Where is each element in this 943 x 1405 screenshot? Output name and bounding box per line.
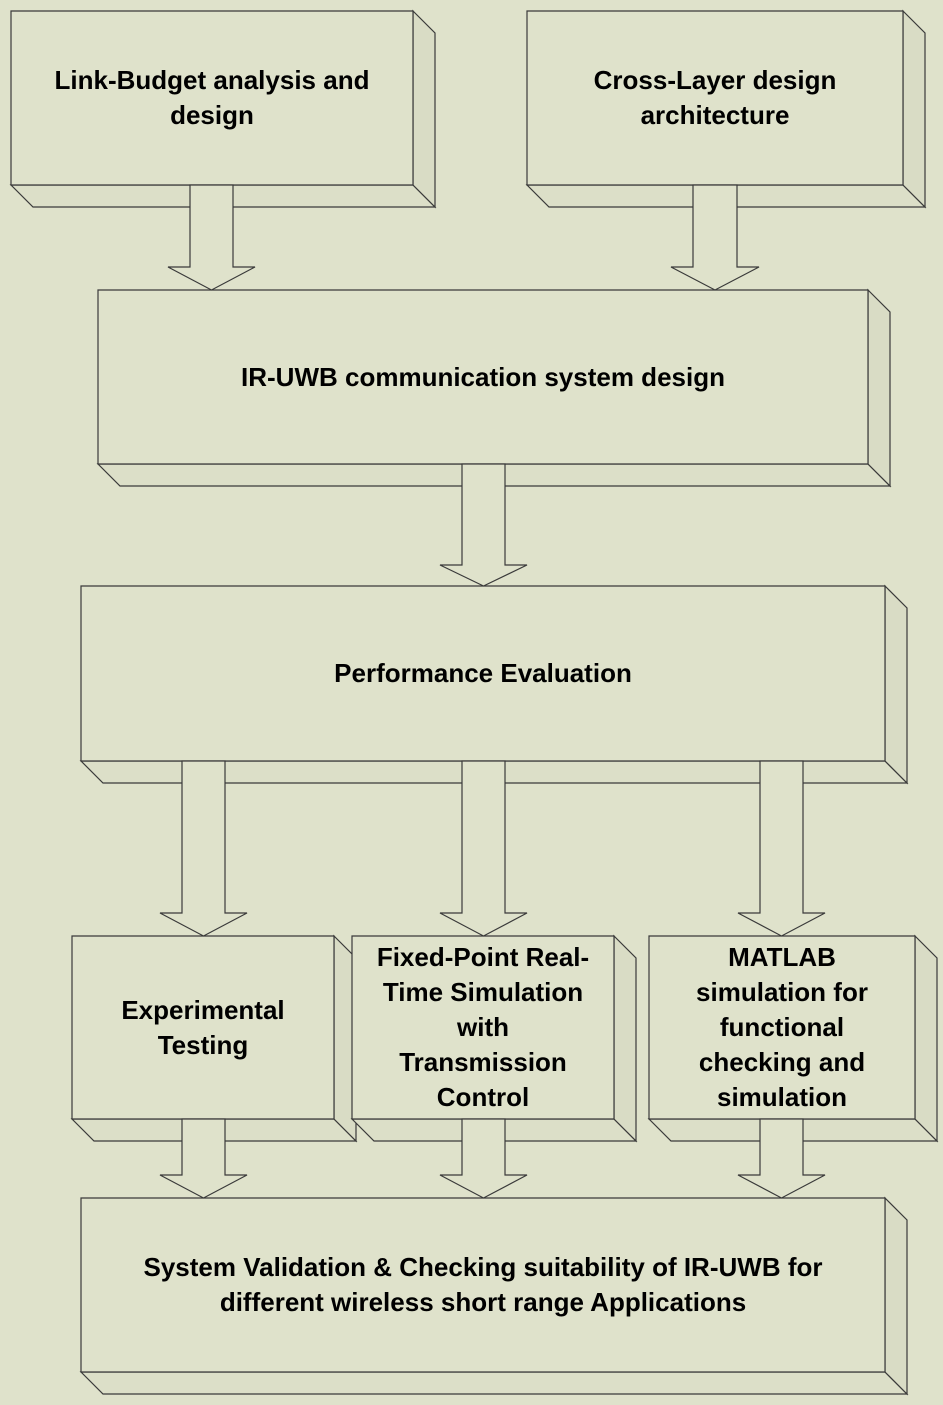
text-line: architecture	[640, 100, 790, 130]
text-line: Transmission	[399, 1047, 567, 1077]
box-link-budget-label: Link-Budget analysis and design	[11, 11, 413, 185]
box-performance	[80, 585, 886, 762]
box-fixed-point-side-face	[613, 934, 637, 1143]
arrow-performance-to-fixed-point	[439, 760, 528, 937]
text-line: IR-UWB communication system design	[241, 361, 725, 392]
box-matlab-side-face	[914, 934, 938, 1143]
box-validation-side-face	[884, 1196, 908, 1396]
text-line: Performance Evaluation	[334, 658, 632, 688]
box-experimental	[71, 935, 335, 1120]
box-validation	[80, 1197, 886, 1373]
text-line: simulation	[716, 1082, 847, 1112]
box-validation-label: System Validation & Checking suitability…	[81, 1198, 885, 1372]
text-line: design	[170, 100, 254, 130]
box-fixed-point	[351, 935, 615, 1120]
text-line: Testing	[157, 1029, 249, 1060]
text-line: Control	[436, 1082, 530, 1112]
box-link-budget	[10, 10, 414, 186]
text-line: System Validation & Checking suitability…	[143, 1252, 823, 1282]
box-matlab	[648, 935, 916, 1120]
box-performance-label: Performance Evaluation	[81, 586, 885, 761]
box-matlab-label: MATLAB simulation for functional checkin…	[649, 936, 915, 1119]
text-line: Experimental	[121, 994, 285, 1025]
box-ir-uwb-design-side-face	[867, 288, 891, 488]
box-cross-layer-label: Cross-Layer design architecture	[527, 11, 903, 185]
box-fixed-point-label: Fixed-Point Real- Time Simulation with T…	[352, 936, 614, 1119]
box-ir-uwb-design-label: IR-UWB communication system design	[98, 290, 868, 464]
text-line: Time Simulation	[382, 977, 584, 1007]
box-experimental-label: Experimental Testing	[72, 936, 334, 1119]
arrow-matlab-to-validation	[737, 1118, 826, 1199]
arrow-fixed-point-to-validation	[439, 1118, 528, 1199]
box-ir-uwb-design	[97, 289, 869, 465]
text-line: with	[457, 1012, 509, 1042]
text-line: Fixed-Point Real-	[376, 942, 590, 972]
box-performance-side-face	[884, 584, 908, 785]
text-line: MATLAB	[728, 942, 836, 972]
text-line: functional	[719, 1012, 845, 1042]
box-validation-bottom-face	[79, 1371, 909, 1395]
box-link-budget-side-face	[412, 9, 436, 209]
text-line: Cross-Layer design	[593, 65, 837, 95]
text-line: Link-Budget analysis and	[54, 65, 370, 95]
text-line: simulation for	[696, 977, 868, 1007]
text-line: checking and	[698, 1047, 866, 1077]
arrow-performance-to-matlab	[737, 760, 826, 937]
box-cross-layer	[526, 10, 904, 186]
box-cross-layer-side-face	[902, 9, 926, 209]
arrow-design-to-performance	[439, 463, 528, 587]
arrow-link-to-design	[167, 184, 256, 291]
arrow-cross-to-design	[670, 184, 760, 291]
arrow-performance-to-experimental	[159, 760, 248, 937]
arrow-experimental-to-validation	[159, 1118, 248, 1199]
text-line: different wireless short range Applicati…	[219, 1287, 747, 1317]
